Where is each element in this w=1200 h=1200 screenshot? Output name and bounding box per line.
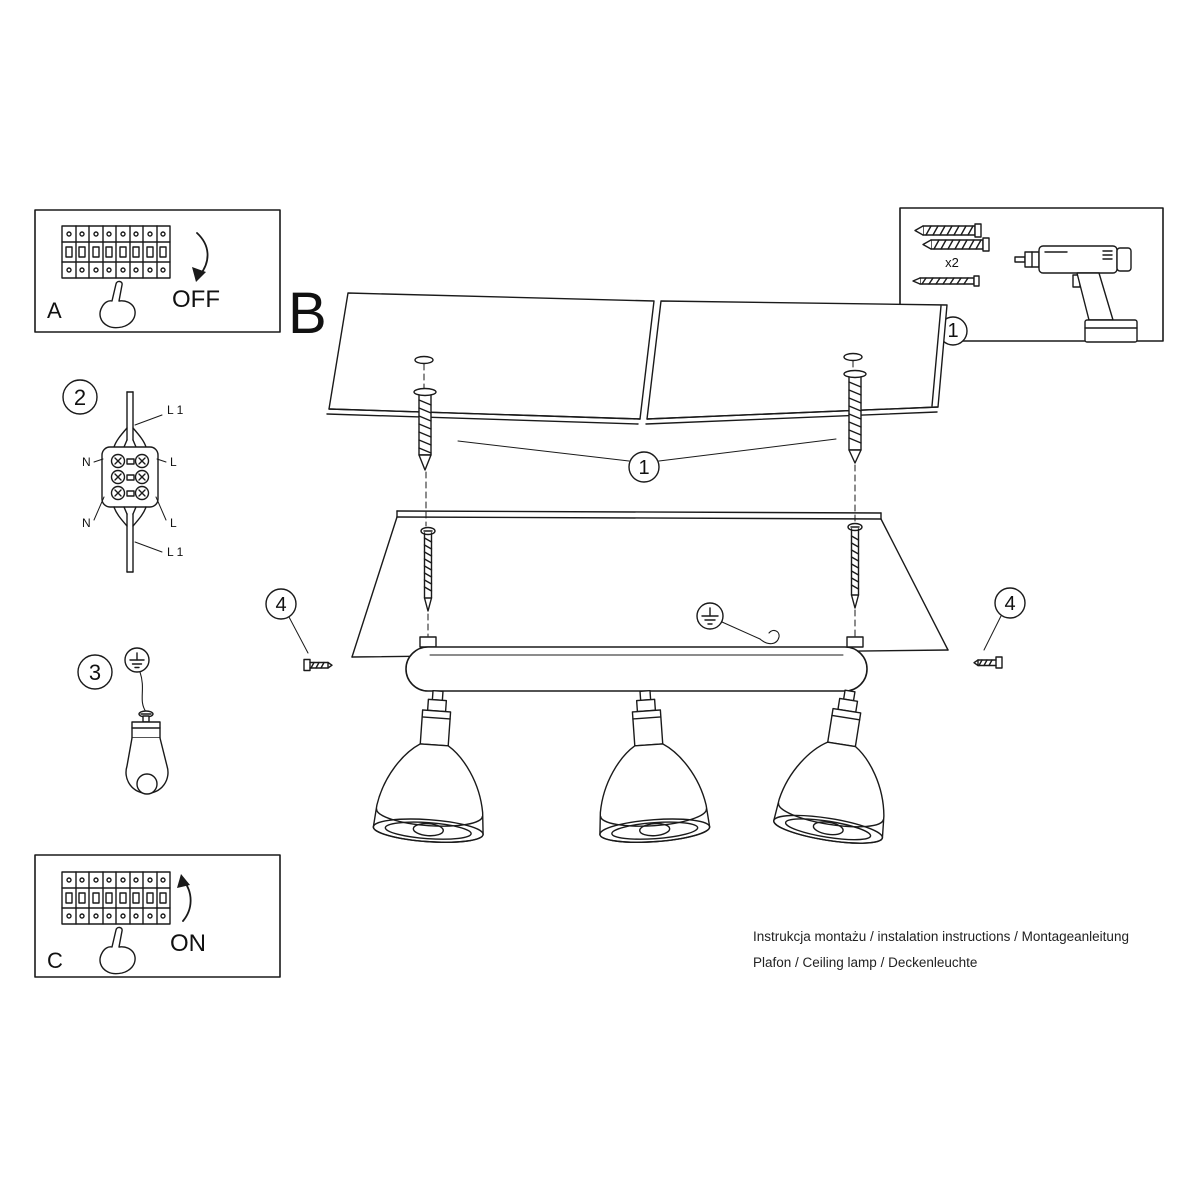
step3-number: 3 bbox=[89, 660, 101, 685]
arrow-down-icon bbox=[192, 232, 209, 282]
anchor-quantity-label: x2 bbox=[945, 255, 959, 270]
mounting-screw-right bbox=[847, 522, 863, 609]
on-label: ON bbox=[170, 930, 206, 957]
live-bottom-label: L 1 bbox=[167, 545, 184, 559]
wall-anchor-right bbox=[843, 369, 867, 464]
callout-screw-left: 4 bbox=[265, 588, 309, 654]
line-top-label: L bbox=[170, 455, 177, 469]
panel-c-step: ON C bbox=[34, 854, 281, 978]
callout-anchors: 1 bbox=[457, 438, 837, 483]
live-top-label: L 1 bbox=[167, 403, 184, 417]
screw-icon bbox=[912, 275, 980, 287]
earth-symbol-icon bbox=[124, 647, 150, 673]
line-bottom-label: L bbox=[170, 516, 177, 530]
footer-line2: Plafon / Ceiling lamp / Deckenleuchte bbox=[753, 955, 977, 970]
arrow-up-icon bbox=[177, 874, 192, 922]
step3-circle bbox=[77, 654, 113, 690]
tools-box: x2 bbox=[899, 207, 1164, 346]
wall-anchor-left bbox=[413, 387, 437, 471]
tools-step-number: 1 bbox=[947, 320, 958, 342]
callout-1-number: 1 bbox=[638, 457, 649, 479]
step2-number: 2 bbox=[74, 385, 86, 410]
panel-b-label: B bbox=[288, 281, 327, 346]
ground-step: 3 bbox=[77, 647, 169, 795]
neutral-top-label: N bbox=[82, 455, 91, 469]
callout-4-right-number: 4 bbox=[1004, 593, 1015, 615]
terminal-block-icon bbox=[101, 446, 159, 508]
wiring-step: 2 L 1 N L N bbox=[62, 379, 184, 573]
footer: Instrukcja montażu / instalation instruc… bbox=[753, 929, 1129, 970]
side-screw-left bbox=[303, 658, 333, 672]
side-screw-right bbox=[973, 656, 1003, 669]
panel-c-label: C bbox=[47, 948, 63, 973]
neutral-bottom-label: N bbox=[82, 516, 91, 530]
panel-a-label: A bbox=[47, 298, 62, 323]
footer-line1: Instrukcja montażu / instalation instruc… bbox=[753, 929, 1129, 944]
earth-symbol-main-icon bbox=[696, 602, 780, 645]
lamp-rail bbox=[405, 636, 868, 692]
earth-clamp-icon bbox=[125, 710, 169, 795]
callout-4-left-number: 4 bbox=[275, 594, 286, 616]
drill-icon bbox=[1014, 245, 1138, 343]
step2-circle bbox=[62, 379, 98, 415]
assembly-diagram: 1 bbox=[265, 292, 1026, 850]
ceiling-panels bbox=[326, 292, 948, 425]
mounting-screw-left bbox=[420, 526, 436, 612]
off-label: OFF bbox=[172, 286, 220, 313]
callout-screw-right: 4 bbox=[983, 587, 1026, 651]
panel-a-step: OFF A bbox=[34, 209, 281, 333]
